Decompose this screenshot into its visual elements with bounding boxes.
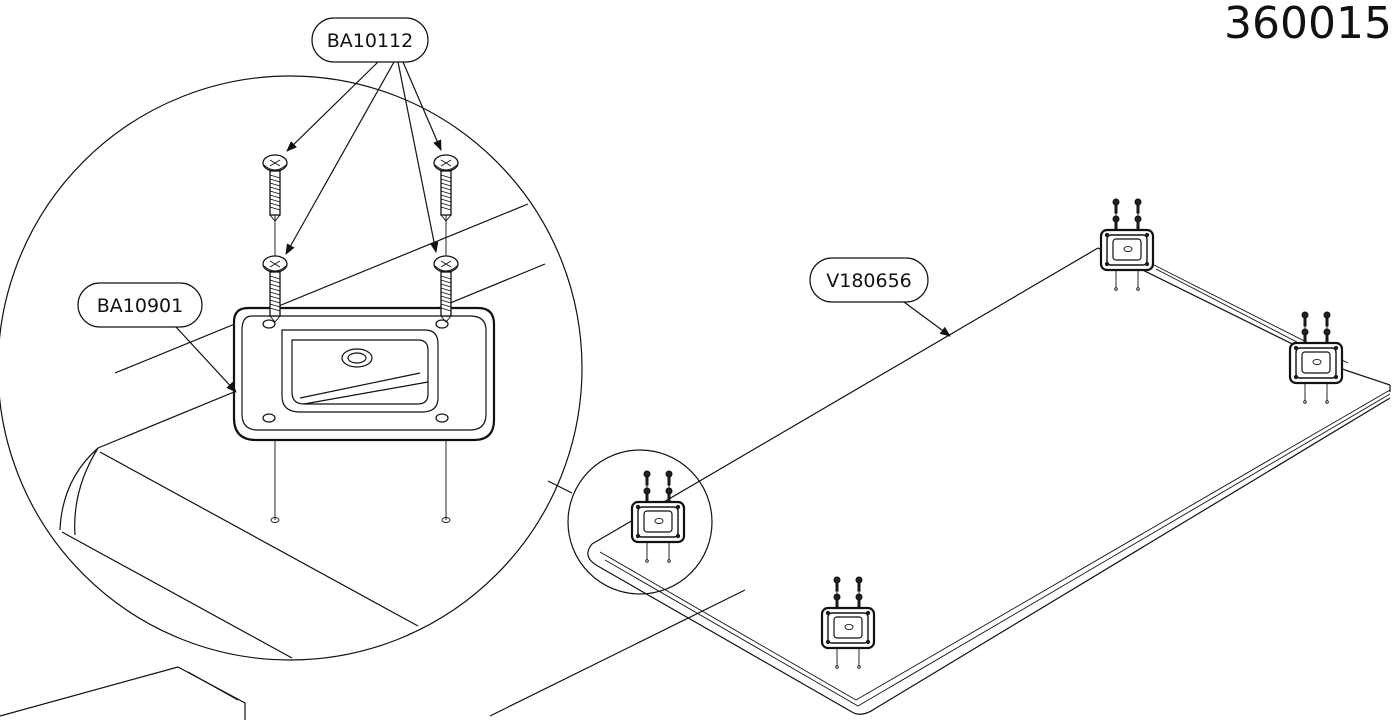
screw-top-right <box>433 154 459 222</box>
foot-assembly-back <box>1099 197 1155 292</box>
cabinet-edge-inner <box>187 671 239 701</box>
callout-plate: BA10901 <box>77 282 237 393</box>
screw-top-left <box>262 154 288 222</box>
detail-view <box>0 75 583 661</box>
callout-panel-label: V180656 <box>826 270 912 292</box>
cabinet-corner <box>177 666 246 720</box>
foot-assembly-right <box>1288 310 1344 405</box>
detail-leader <box>547 480 573 494</box>
foot-assembly-front <box>820 575 876 670</box>
callout-plate-label: BA10901 <box>97 295 183 317</box>
document-code: 360015 <box>1224 0 1392 49</box>
panel-outline <box>587 247 1391 715</box>
cabinet-top-edge <box>0 666 179 717</box>
callout-screw: BA10112 <box>285 17 442 255</box>
foot-assembly-left <box>630 469 686 564</box>
detail-circle-small <box>567 449 713 595</box>
edge-line <box>489 589 746 717</box>
callout-screw-label: BA10112 <box>327 30 413 52</box>
callout-panel: V180656 <box>809 257 951 337</box>
